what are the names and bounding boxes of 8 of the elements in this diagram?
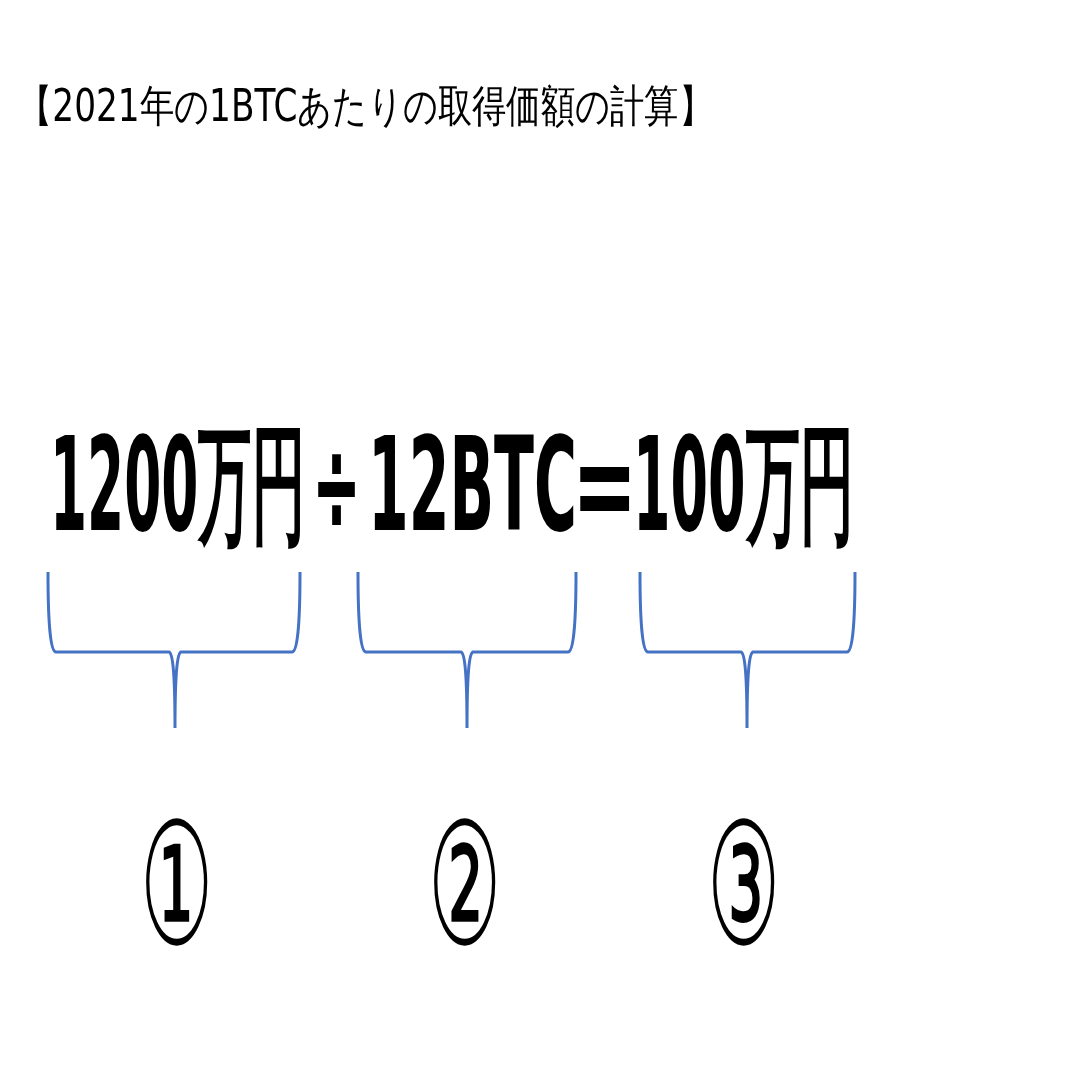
formula-term: 100万円	[633, 420, 854, 550]
title: 【2021年の1BTCあたりの取得価額の計算】	[18, 84, 714, 128]
operator-sign: ÷	[312, 420, 361, 550]
callout-number: ①	[140, 800, 214, 970]
formula-term: 12BTC	[368, 420, 577, 550]
callout-number: ②	[428, 800, 502, 970]
callout-number: ③	[707, 800, 781, 970]
formula-term: 1200万円	[50, 420, 305, 550]
